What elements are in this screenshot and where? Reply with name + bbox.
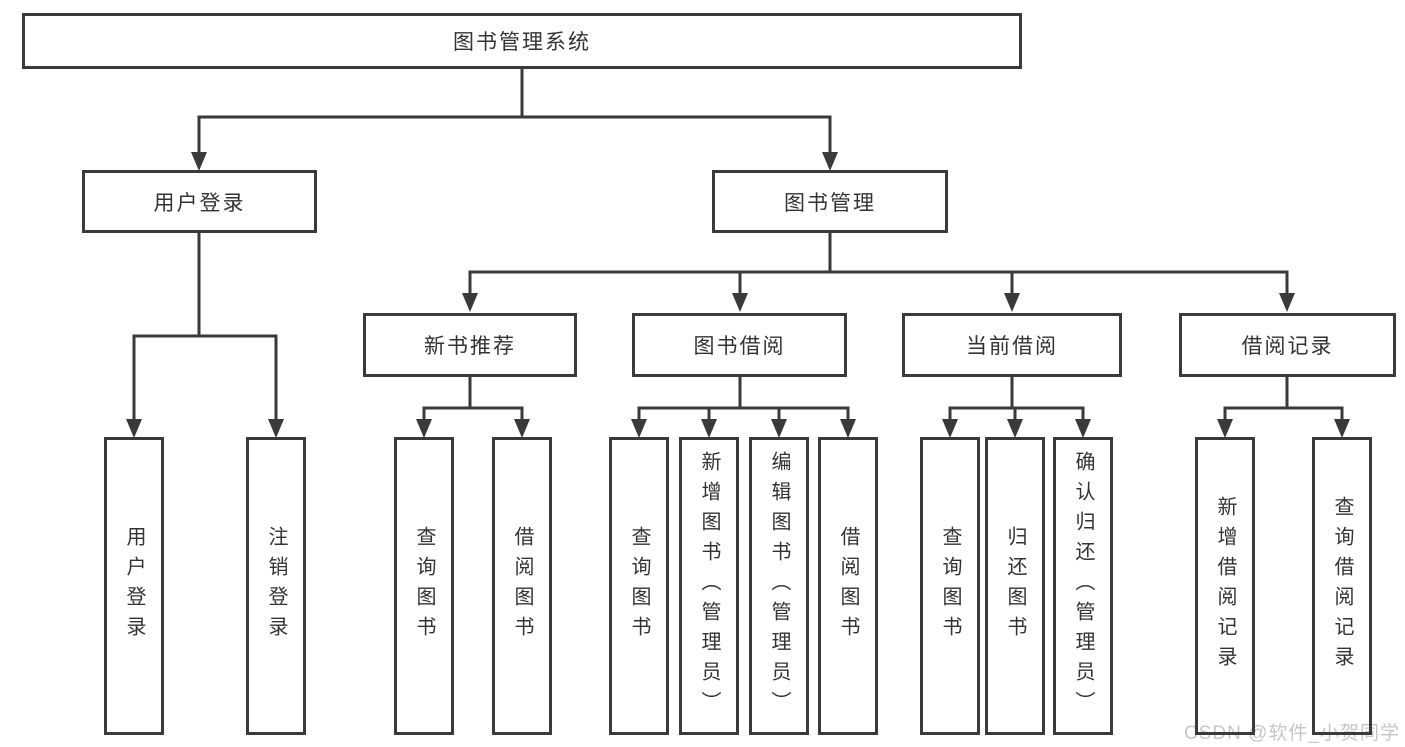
node-label: 查询图书 (413, 526, 435, 646)
node-label: 当前借阅 (966, 335, 1058, 358)
node-borrowing-records: 借阅记录 (1179, 313, 1396, 377)
arrowhead (126, 419, 142, 438)
connector-bookmgmt-to-level3 (468, 233, 1289, 295)
node-label: 查询图书 (939, 526, 961, 646)
arrowhead (822, 152, 838, 171)
arrowhead (1334, 419, 1350, 438)
arrowhead (1279, 293, 1295, 312)
node-label: 借阅图书 (511, 526, 533, 646)
arrowhead (732, 293, 748, 312)
arrowhead (268, 419, 284, 438)
node-book-borrowing: 图书借阅 (632, 313, 847, 377)
node-current-borrowing: 当前借阅 (902, 313, 1122, 377)
leaf-edit-books-admin: 编辑图书（管理员） (749, 437, 809, 735)
arrowhead (942, 419, 958, 438)
connector-userlogin-to-leaves (132, 233, 278, 420)
node-label: 编辑图书（管理员） (768, 451, 790, 721)
arrowhead (1217, 419, 1233, 438)
node-label: 借阅图书 (837, 526, 859, 646)
arrowhead (1075, 419, 1091, 438)
leaf-query-books-recommend: 查询图书 (394, 437, 454, 735)
arrowhead (701, 419, 717, 438)
connector-records-to-leaves (1223, 377, 1344, 420)
node-label: 新增图书（管理员） (698, 451, 720, 721)
leaf-borrow-books-borrowing: 借阅图书 (818, 437, 878, 735)
arrowhead (771, 419, 787, 438)
arrowhead (1007, 419, 1023, 438)
node-label: 新书推荐 (424, 335, 516, 358)
node-label: 图书借阅 (693, 335, 786, 358)
leaf-query-borrow-record: 查询借阅记录 (1312, 437, 1372, 735)
arrowhead (514, 419, 530, 438)
node-label: 用户登录 (123, 526, 145, 646)
leaf-logout-login: 注销登录 (246, 437, 306, 735)
leaf-add-books-admin: 新增图书（管理员） (679, 437, 739, 735)
connector-current-to-leaves (948, 377, 1085, 420)
arrowhead (840, 419, 856, 438)
arrowhead (416, 419, 432, 438)
arrowhead (631, 419, 647, 438)
node-label: 借阅记录 (1241, 335, 1334, 358)
leaf-return-books: 归还图书 (985, 437, 1045, 735)
arrowhead (1004, 293, 1020, 312)
node-label: 查询借阅记录 (1331, 496, 1353, 676)
leaf-confirm-return-admin: 确认归还（管理员） (1053, 437, 1113, 735)
node-library-management-system: 图书管理系统 (22, 13, 1022, 69)
connector-root-to-level2 (197, 69, 832, 153)
leaf-borrow-books-recommend: 借阅图书 (492, 437, 552, 735)
node-label: 注销登录 (265, 526, 287, 646)
node-label: 归还图书 (1004, 526, 1026, 646)
node-new-book-recommend: 新书推荐 (363, 313, 577, 377)
node-label: 用户登录 (153, 191, 246, 215)
node-label: 确认归还（管理员） (1072, 451, 1094, 721)
node-label: 查询图书 (628, 526, 650, 646)
leaf-user-login: 用户登录 (104, 437, 164, 735)
connector-borrowing-to-leaves (637, 377, 850, 420)
connector-newbook-to-leaves (422, 377, 524, 420)
node-user-login: 用户登录 (82, 170, 317, 233)
node-book-management: 图书管理 (712, 170, 948, 233)
leaf-query-books-borrowing: 查询图书 (609, 437, 669, 735)
node-label: 图书管理 (784, 191, 876, 215)
leaf-add-borrow-record: 新增借阅记录 (1195, 437, 1255, 735)
arrowhead (462, 293, 478, 312)
csdn-watermark: CSDN @软件_小贺同学 (1184, 723, 1400, 744)
node-label: 图书管理系统 (453, 31, 591, 54)
arrowhead (191, 152, 207, 171)
leaf-query-books-current: 查询图书 (920, 437, 980, 735)
node-label: 新增借阅记录 (1214, 496, 1236, 676)
